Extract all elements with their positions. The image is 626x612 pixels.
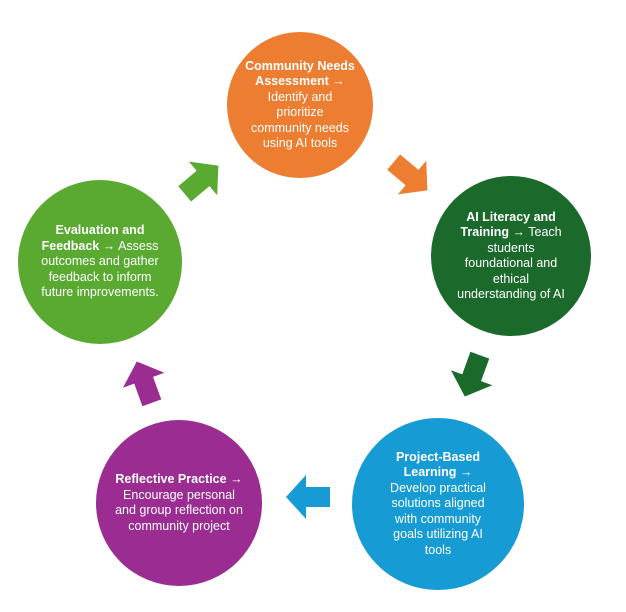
arrow-needs-to-literacy	[387, 154, 428, 195]
node-evaluation-and-feedback-title: Evaluation and Feedback	[41, 223, 145, 253]
node-project-based-learning: Project-Based Learning → Develop practic…	[352, 418, 524, 590]
node-evaluation-and-feedback-body: Assess outcomes and gather feedback to i…	[41, 238, 159, 300]
node-ai-literacy-and-training-text: AI Literacy and Training → Teach student…	[453, 210, 569, 303]
arrow-evaluation-to-needs	[178, 161, 219, 202]
node-project-based-learning-text: Project-Based Learning → Develop practic…	[380, 450, 496, 559]
node-community-needs-assessment-separator: →	[328, 74, 345, 88]
node-ai-literacy-and-training-separator: →	[509, 225, 525, 239]
arrow-needs-to-literacy-shape	[387, 154, 428, 195]
arrow-reflective-to-evaluation-shape	[122, 361, 165, 407]
node-reflective-practice-text: Reflective Practice → Encourage personal…	[115, 472, 243, 534]
node-project-based-learning-body: Develop practical solutions aligned with…	[390, 480, 486, 557]
node-community-needs-assessment-title: Community Needs Assessment	[245, 58, 355, 89]
arrow-evaluation-to-needs-shape	[178, 161, 219, 202]
node-community-needs-assessment: Community Needs Assessment → Identify an…	[227, 32, 373, 178]
node-project-based-learning-title: Project-Based Learning	[395, 449, 481, 480]
node-evaluation-and-feedback-separator: →	[99, 238, 116, 253]
arrow-literacy-to-project	[450, 351, 493, 397]
node-community-needs-assessment-body: Identify and prioritize community needs …	[251, 89, 349, 151]
node-reflective-practice: Reflective Practice → Encourage personal…	[96, 420, 262, 586]
node-reflective-practice-separator: →	[226, 472, 243, 486]
arrow-project-to-reflective	[286, 475, 330, 519]
node-evaluation-and-feedback: Evaluation and Feedback → Assess outcome…	[18, 180, 182, 344]
node-project-based-learning-separator: →	[456, 465, 473, 480]
arrow-literacy-to-project-shape	[450, 351, 493, 397]
node-evaluation-and-feedback-text: Evaluation and Feedback → Assess outcome…	[35, 223, 165, 301]
arrow-project-to-reflective-shape	[286, 475, 330, 519]
node-ai-literacy-and-training: AI Literacy and Training → Teach student…	[431, 176, 591, 336]
arrow-reflective-to-evaluation	[122, 361, 165, 407]
node-reflective-practice-body: Encourage personal and group reflection …	[115, 487, 243, 533]
node-ai-literacy-and-training-body: Teach students foundational and ethical …	[457, 225, 565, 301]
node-reflective-practice-title: Reflective Practice	[115, 472, 227, 486]
node-community-needs-assessment-text: Community Needs Assessment → Identify an…	[245, 59, 355, 152]
node-ai-literacy-and-training-title: AI Literacy and Training	[460, 209, 556, 240]
